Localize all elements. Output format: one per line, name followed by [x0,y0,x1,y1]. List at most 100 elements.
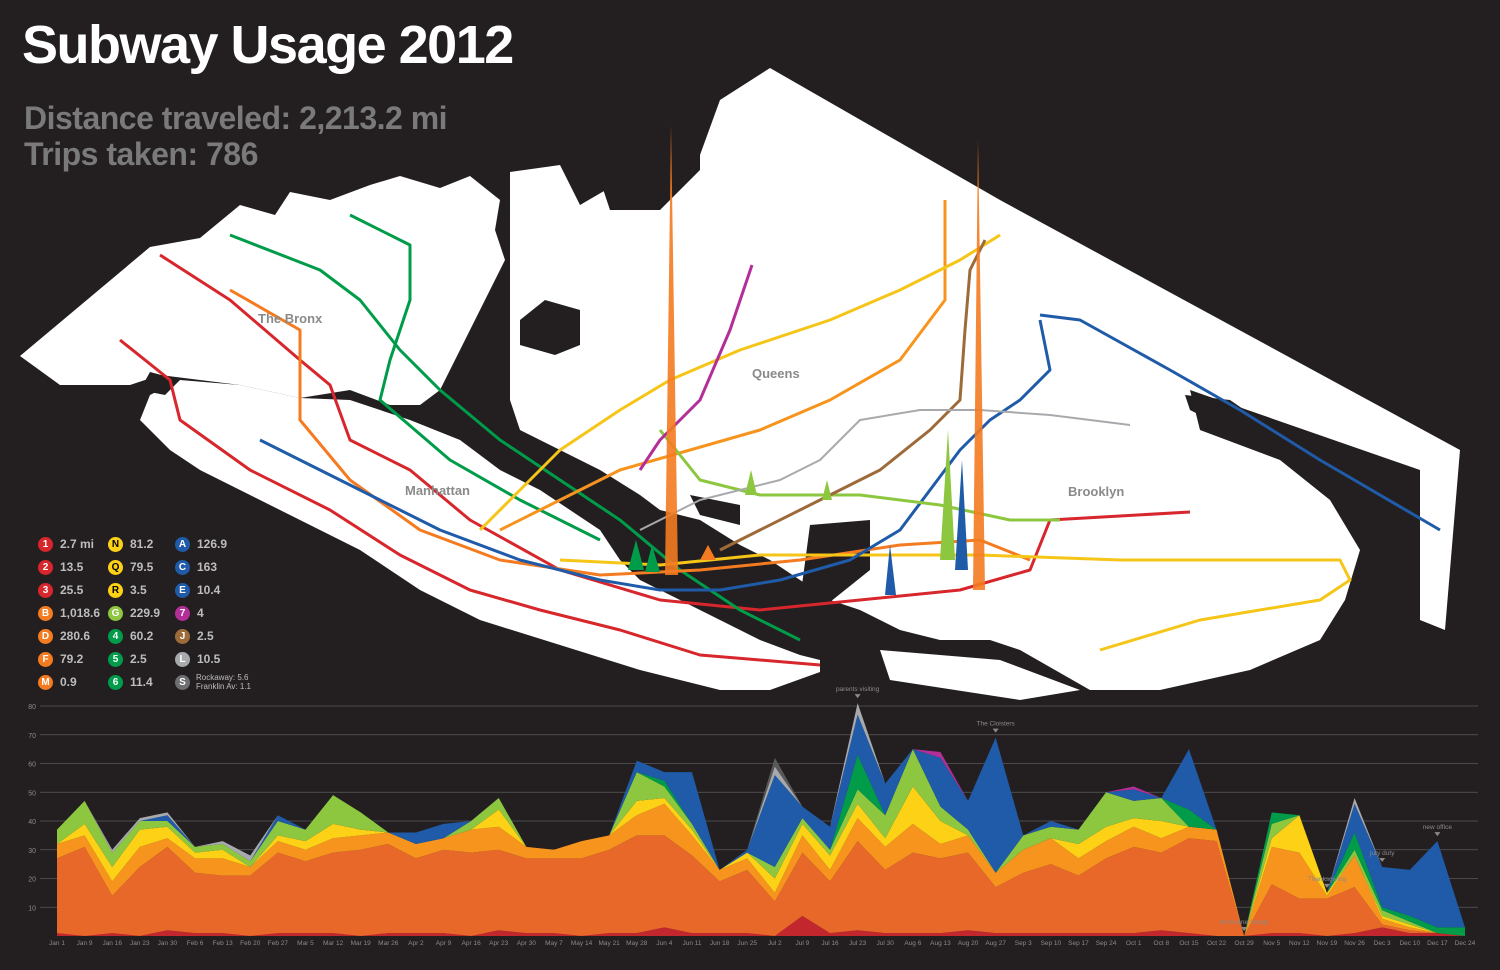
distance-stat: Distance traveled: 2,213.2 mi [24,100,448,136]
legend-value: 81.2 [130,537,154,551]
x-tick-label: Nov 19 [1317,940,1338,947]
line-bullet-icon: E [175,582,190,598]
line-bullet-icon: R [108,582,123,598]
x-tick-label: Oct 29 [1235,940,1255,947]
y-tick-label: 40 [28,819,36,826]
legend-value: 10.5 [197,652,221,666]
line-yellow [478,233,1001,532]
line-bullet-icon: 2 [38,559,53,575]
spike-green-1 [628,540,644,570]
x-tick-label: Mar 12 [323,940,344,947]
x-tick-label: May 7 [545,940,563,947]
land [20,68,1460,700]
line-green [229,233,801,642]
x-tick-label: Apr 16 [462,940,482,947]
line-bullet-icon: M [38,674,53,690]
line-bullet-icon: L [175,651,190,667]
annotation-marker-icon [1434,832,1441,837]
borough-brooklyn: Brooklyn [1068,484,1125,499]
spike-b-queens [665,125,678,575]
x-tick-label: Jan 30 [158,940,178,947]
x-tick-label: Jul 2 [768,940,782,947]
x-tick-label: Jan 16 [102,940,122,947]
x-tick-label: Dec 17 [1427,940,1448,947]
line-purple [638,264,754,471]
line-bullet-icon: Q [108,559,123,575]
x-tick-label: Oct 15 [1179,940,1199,947]
area-series-6 [57,714,1465,936]
x-tick-label: Jul 9 [796,940,810,947]
legend-value: 13.5 [60,560,84,574]
x-tick-label: Aug 6 [904,940,921,947]
annotation-marker-icon [854,694,861,699]
spike-g [940,430,955,560]
line-yellow-2 [559,553,1352,652]
x-tick-label: May 21 [598,940,620,947]
annotation-label: Thanksgiving [1308,876,1347,883]
x-tick-label: Mar 19 [351,940,372,947]
annotation-label: parents visiting [836,686,880,693]
subway-map [20,68,1460,700]
x-tick-label: Feb 13 [213,940,234,947]
brooklyn-land [880,650,1080,700]
x-tick-label: Jun 18 [710,940,730,947]
line-green-2 [349,213,601,542]
x-tick-label: May 14 [571,940,593,947]
spike-a [955,460,968,570]
x-tick-label: Dec 3 [1374,940,1391,947]
legend-value: 126.9 [197,537,228,551]
x-tick-label: Sep 17 [1068,940,1089,947]
x-tick-label: Feb 27 [268,940,289,947]
spike-lime-2 [822,480,832,500]
annotation-marker-icon [1323,883,1330,888]
legend-value: 25.5 [60,583,84,597]
line-lime [658,429,1060,522]
annotation: jury duty [1369,850,1395,862]
borough-queens: Queens [752,366,800,381]
spike-orange-small [700,545,716,560]
legend-value: 1,018.6 [60,606,101,620]
line-bullet-icon: 5 [108,651,123,667]
legend-value: 229.9 [130,606,161,620]
annotation: The Cloisters [977,721,1016,733]
x-tick-label: Apr 9 [436,940,452,947]
line-bullet-icon: 3 [38,582,53,598]
x-tick-label: Jul 23 [849,940,867,947]
legend-value: 2.7 mi [60,537,95,551]
legend-value: 2.5 [197,629,214,643]
spike-c [885,545,896,595]
x-tick-label: Mar 26 [378,940,399,947]
annotation: Thanksgiving [1308,876,1347,888]
line-bullet-icon: 4 [108,628,123,644]
x-tick-label: Jan 9 [77,940,93,947]
area-series-0 [57,915,1465,936]
legend-item-e: E 10.4 [175,582,220,598]
x-tick-label: Jul 16 [821,940,839,947]
x-tick-label: Jun 4 [656,940,672,947]
y-tick-label: 80 [28,704,36,711]
x-tick-label: Sep 24 [1096,940,1117,947]
annotation: Hurricane Sandy [1220,919,1269,931]
x-tick-label: Dec 10 [1399,940,1420,947]
legend-value: 10.4 [197,583,221,597]
line-gray [639,409,1131,531]
x-tick-label: Jul 30 [877,940,895,947]
line-bullet-icon: F [38,651,53,667]
x-tick-label: Nov 5 [1263,940,1280,947]
